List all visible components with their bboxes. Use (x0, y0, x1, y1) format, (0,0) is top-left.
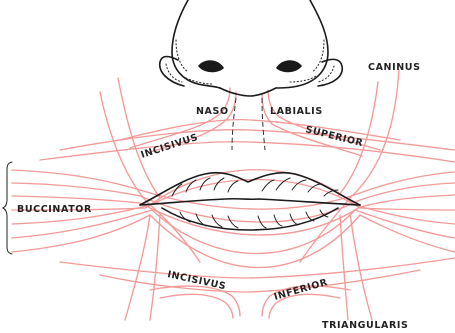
label-caninus: CANINUS (368, 62, 421, 73)
buccinator-fibers (12, 170, 455, 268)
labels: CANINUS NASO LABIALIS INCISIVUS SUPERIOR… (17, 62, 421, 331)
muscle-fibers (12, 70, 455, 320)
orbicularis-fibers (40, 120, 455, 292)
label-triangularis: TRIANGULARIS (322, 320, 408, 331)
buccinator-bracket (3, 162, 12, 254)
label-buccinator: BUCCINATOR (17, 204, 92, 215)
label-labialis: LABIALIS (270, 106, 323, 117)
label-naso: NASO (196, 106, 229, 117)
incisivus-inferior-fibers (150, 286, 350, 318)
label-inferior: INFERIOR (273, 277, 329, 303)
caninus-fibers (100, 70, 399, 262)
nose-drawing (160, 0, 343, 96)
